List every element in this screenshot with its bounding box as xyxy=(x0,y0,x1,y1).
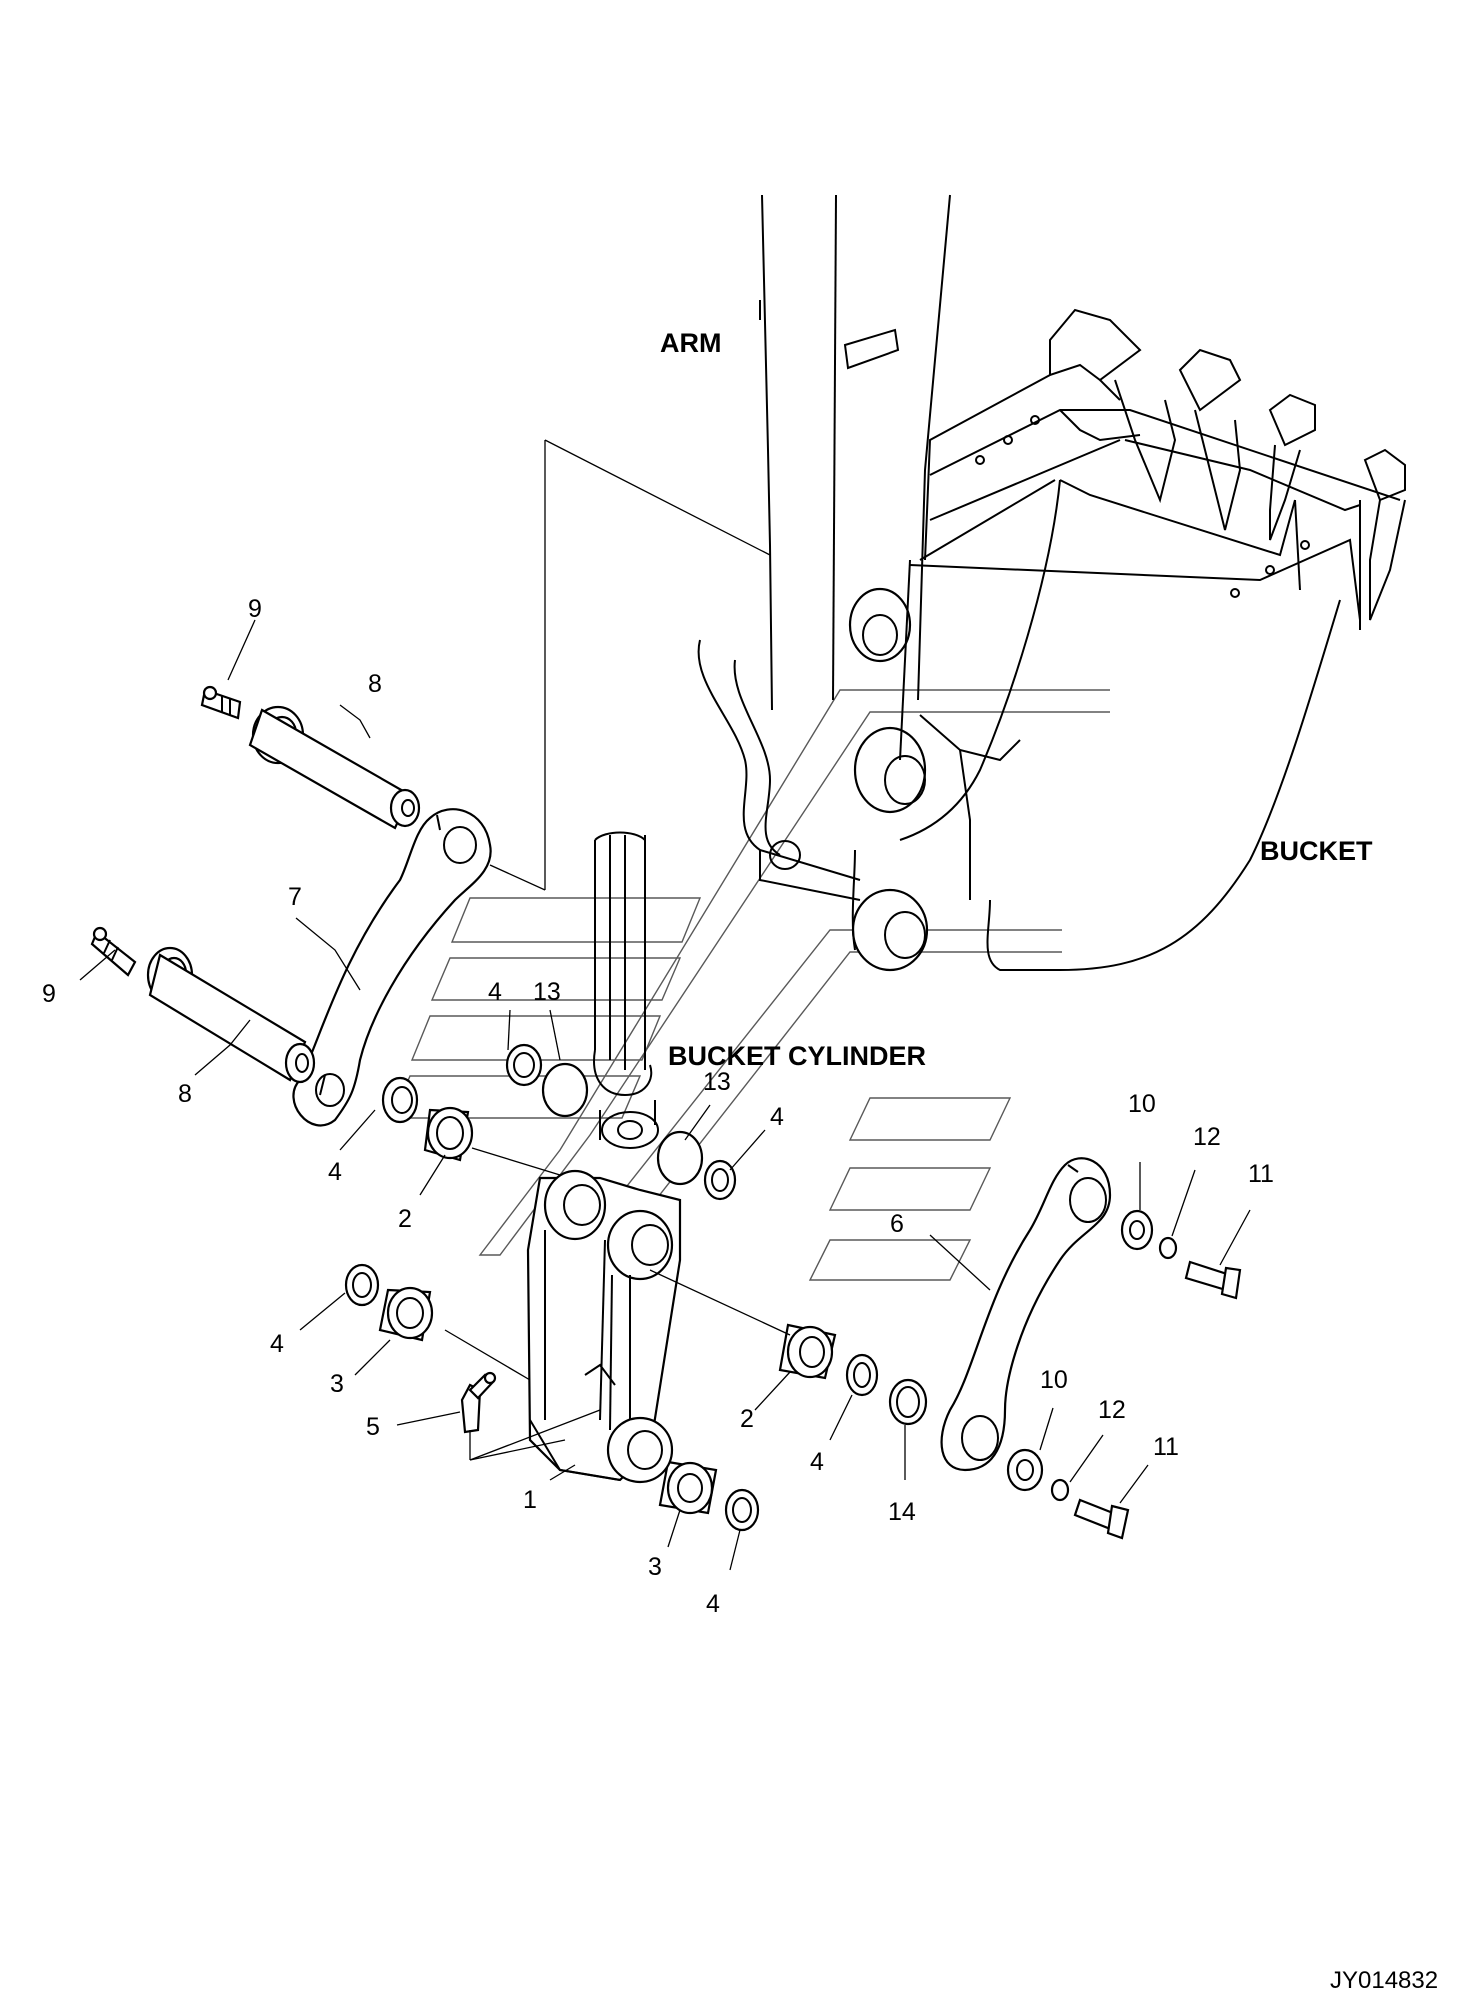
pin-upper xyxy=(248,705,421,830)
hardware-upper xyxy=(1120,1209,1242,1300)
callout-10-upper: 10 xyxy=(1128,1090,1156,1118)
callout-leaders xyxy=(79,619,1251,1571)
callout-8-upper: 8 xyxy=(368,670,382,698)
leader-lines xyxy=(489,439,771,891)
grease-fitting-upper xyxy=(200,685,242,720)
callout-4-center: 4 xyxy=(488,978,502,1006)
label-bucket-cylinder: BUCKET CYLINDER xyxy=(668,1041,926,1071)
callout-12-lower: 12 xyxy=(1098,1396,1126,1424)
callout-11-upper: 11 xyxy=(1248,1160,1274,1188)
callout-12-upper: 12 xyxy=(1193,1123,1221,1151)
label-arm: ARM xyxy=(660,328,722,358)
grease-fitting-lower xyxy=(90,926,137,977)
assembly-lines xyxy=(444,1147,791,1461)
hardware-lower xyxy=(1006,1448,1130,1540)
callout-1: 1 xyxy=(523,1486,537,1514)
callout-4-left-lower: 4 xyxy=(270,1330,284,1358)
bushing-parts xyxy=(344,1043,928,1532)
callout-5: 5 xyxy=(366,1413,380,1441)
callout-4-right-upper: 4 xyxy=(770,1103,784,1131)
callout-6: 6 xyxy=(890,1210,904,1238)
callout-9-lower: 9 xyxy=(42,980,56,1008)
link-1 xyxy=(526,1169,682,1484)
callout-9-upper: 9 xyxy=(248,595,262,623)
bucket-cylinder-outline xyxy=(593,831,659,1149)
callout-4-right-mid: 4 xyxy=(810,1448,824,1476)
callout-3-left: 3 xyxy=(330,1370,344,1398)
callout-8-lower: 8 xyxy=(178,1080,192,1108)
side-plate-7 xyxy=(292,808,492,1127)
drawing-reference: JY014832 xyxy=(1330,1967,1438,1994)
side-plate-6 xyxy=(940,1157,1112,1472)
callout-11-lower: 11 xyxy=(1153,1433,1179,1461)
callout-2-right: 2 xyxy=(740,1405,754,1433)
label-bucket: BUCKET xyxy=(1260,836,1373,866)
callout-14: 14 xyxy=(888,1498,916,1526)
callout-4-left-upper: 4 xyxy=(328,1158,342,1186)
pin-lower xyxy=(146,946,316,1084)
bucket-outline xyxy=(899,308,1406,971)
callout-3-bottom: 3 xyxy=(648,1553,662,1581)
arm-outline xyxy=(697,194,951,972)
callout-7: 7 xyxy=(288,883,302,911)
callout-4-bottom: 4 xyxy=(706,1590,720,1618)
grease-fitting-5 xyxy=(460,1371,497,1434)
callout-10-lower: 10 xyxy=(1040,1366,1068,1394)
callout-13-right: 13 xyxy=(703,1068,731,1096)
callout-13-left: 13 xyxy=(533,978,561,1006)
callout-2-left: 2 xyxy=(398,1205,412,1233)
